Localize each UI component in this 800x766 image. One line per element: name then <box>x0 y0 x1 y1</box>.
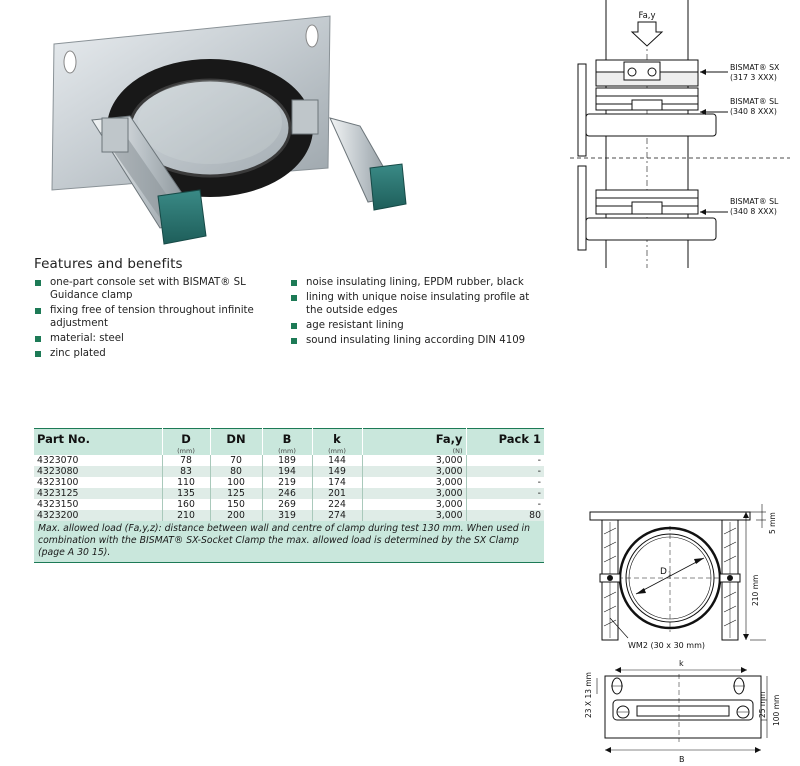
table-note: Max. allowed load (Fa,y,z): distance bet… <box>34 521 544 563</box>
plan-view-diagram: k 23 X 13 mm 25 mm 100 mm B <box>584 659 781 764</box>
label-d: D <box>660 567 667 577</box>
feature-item: fixing free of tension throughout infini… <box>34 304 284 330</box>
feature-item: age resistant lining <box>290 319 538 332</box>
table-units-row: (mm) (mm) (mm) (N) <box>34 446 544 455</box>
bullet-icon <box>291 295 297 301</box>
header-b: B <box>262 428 313 446</box>
label-sl: BISMAT® SL <box>730 97 779 106</box>
header-fay: Fa,y <box>362 428 467 446</box>
feature-item: material: steel <box>34 332 284 345</box>
label-sl-lower-code: (340 8 XXX) <box>730 207 777 216</box>
specification-table: Part No. D DN B k Fa,y Pack 1 (mm) (mm) … <box>34 428 544 563</box>
dim-k: k <box>679 659 684 668</box>
bullet-icon <box>35 351 41 357</box>
header-dn: DN <box>210 428 263 446</box>
svg-text:1: 1 <box>668 571 672 578</box>
label-sl-code: (340 8 XXX) <box>730 107 777 116</box>
product-photo <box>51 15 407 245</box>
feature-item: noise insulating lining, EPDM rubber, bl… <box>290 276 538 289</box>
header-pack: Pack 1 <box>466 428 544 446</box>
dim-210mm: 210 mm <box>751 575 760 606</box>
load-label: Fa,y <box>638 11 655 21</box>
bullet-icon <box>291 338 297 344</box>
feature-item: sound insulating lining according DIN 41… <box>290 334 538 347</box>
label-sl-lower: BISMAT® SL <box>730 197 779 206</box>
features-heading: Features and benefits <box>34 256 183 272</box>
feature-item: one-part console set with BISMAT® SL Gui… <box>34 276 284 302</box>
side-view-diagram: Fa,y BISMAT® SX (317 3 XXX) BISMAT® SL (… <box>570 0 790 268</box>
dim-slot: 23 X 13 mm <box>584 672 593 718</box>
header-d: D <box>162 428 211 446</box>
dim-b: B <box>679 755 685 764</box>
feature-item: zinc plated <box>34 347 284 360</box>
bullet-icon <box>35 280 41 286</box>
table-header-row: Part No. D DN B k Fa,y Pack 1 <box>34 428 544 446</box>
features-list-right: noise insulating lining, EPDM rubber, bl… <box>290 276 538 349</box>
dim-25mm: 25 mm <box>758 691 767 718</box>
header-part-no: Part No. <box>34 428 163 446</box>
features-list-left: one-part console set with BISMAT® SL Gui… <box>34 276 284 362</box>
bullet-icon <box>291 280 297 286</box>
dim-100mm: 100 mm <box>772 695 781 726</box>
front-view-diagram: D 1 WM2 (30 x 30 mm) 5 mm 210 mm <box>589 504 777 650</box>
label-sx: BISMAT® SX <box>730 63 780 72</box>
bullet-icon <box>291 323 297 329</box>
bullet-icon <box>35 308 41 314</box>
header-k: k <box>312 428 363 446</box>
wm-label: WM2 (30 x 30 mm) <box>628 641 705 650</box>
feature-item: lining with unique noise insulating prof… <box>290 291 538 317</box>
table-note-row: Max. allowed load (Fa,y,z): distance bet… <box>34 521 544 563</box>
dim-5mm: 5 mm <box>768 512 777 534</box>
bullet-icon <box>35 336 41 342</box>
label-sx-code: (317 3 XXX) <box>730 73 777 82</box>
